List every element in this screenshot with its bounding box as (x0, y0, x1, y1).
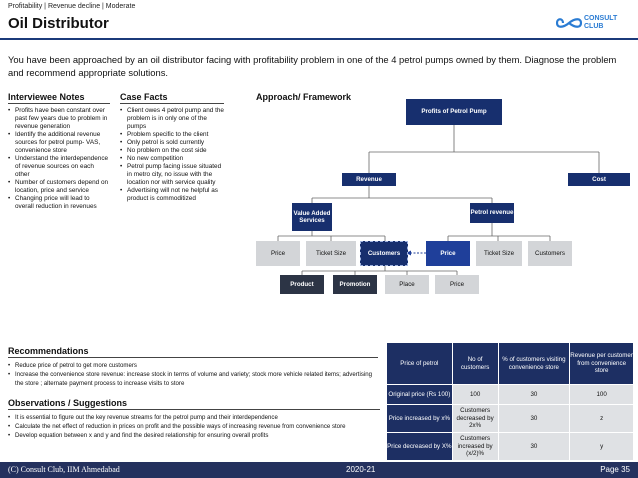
node-vas-customers: Customers (360, 241, 408, 266)
interviewee-notes: Interviewee Notes Profits have been cons… (8, 92, 110, 211)
notes-list: Profits have been constant over past few… (8, 107, 110, 211)
table-header-cell: % of customers visiting convenience stor… (497, 342, 571, 385)
list-item: Number of customers depend on location, … (8, 179, 110, 195)
list-item: Reduce price of petrol to get more custo… (8, 361, 378, 370)
node-4p-price: Price (435, 275, 479, 294)
node-revenue: Revenue (342, 173, 396, 186)
table-cell: Price decreased by X% (386, 432, 453, 461)
recommendations-heading: Recommendations (8, 346, 89, 356)
list-item: It is essential to figure out the key re… (8, 413, 380, 422)
node-petrol-customers: Customers (528, 241, 572, 266)
case-facts-heading: Case Facts (120, 92, 168, 102)
table-row: Original price (Rs 100) 100 30 100 (386, 384, 634, 405)
table-cell: 100 (569, 384, 634, 405)
footer-copyright: (C) Consult Club, IIM Ahmedabad (8, 465, 120, 474)
table-cell: 30 (497, 404, 571, 433)
page-title: Oil Distributor (8, 15, 109, 32)
case-facts: Case Facts Client owes 4 petrol pump and… (120, 92, 224, 203)
node-vas-ticket-size: Ticket Size (306, 241, 356, 266)
table-cell: Customers decreased by 2x% (451, 404, 499, 433)
list-item: Only petrol is sold currently (120, 139, 224, 147)
facts-divider (120, 103, 224, 104)
infinity-logo-icon (556, 18, 582, 28)
node-place: Place (385, 275, 429, 294)
table-cell: 30 (497, 384, 571, 405)
consult-club-logo: CONSULT CLUB (556, 12, 634, 34)
list-item: No new competition (120, 155, 224, 163)
table-cell: 30 (497, 432, 571, 461)
node-promotion: Promotion (333, 275, 377, 294)
list-item: Develop equation between x and y and fin… (8, 431, 380, 440)
table-header-row: Price of petrol No of customers % of cus… (386, 342, 634, 385)
node-product: Product (280, 275, 324, 294)
case-prompt: You have been approached by an oil distr… (8, 54, 617, 78)
list-item: Petrol pump facing issue situated in met… (120, 163, 224, 187)
observations-list: It is essential to figure out the key re… (8, 413, 380, 440)
list-item: No problem on the cost side (120, 147, 224, 155)
observations-heading: Observations / Suggestions (8, 398, 128, 408)
list-item: Increase the convenience store revenue: … (8, 370, 378, 388)
case-tagline: Profitability | Revenue decline | Modera… (8, 3, 136, 10)
framework-heading: Approach/ Framework (256, 92, 352, 102)
table-cell: y (569, 432, 634, 461)
recommendations: Recommendations Reduce price of petrol t… (8, 346, 378, 388)
title-divider (0, 38, 638, 40)
list-item: Advertising will not ne helpful as produ… (120, 187, 224, 203)
list-item: Client owes 4 petrol pump and the proble… (120, 107, 224, 131)
table-cell: Original price (Rs 100) (386, 384, 453, 405)
table-cell: 100 (451, 384, 499, 405)
recommendations-divider (8, 357, 378, 358)
list-item: Profits have been constant over past few… (8, 107, 110, 131)
tree-connectors (277, 125, 600, 275)
logo-line-1: CONSULT (584, 15, 618, 22)
framework-tree: Profits of Petrol Pump Revenue Cost Valu… (230, 95, 638, 300)
observations-divider (8, 409, 380, 410)
page-footer: (C) Consult Club, IIM Ahmedabad 2020-21 … (0, 462, 638, 478)
list-item: Changing price will lead to overall redu… (8, 195, 110, 211)
observations: Observations / Suggestions It is essenti… (8, 398, 380, 440)
list-item: Understand the interdependence of revenu… (8, 155, 110, 179)
node-profits: Profits of Petrol Pump (406, 99, 502, 125)
table-header-cell: Price of petrol (386, 342, 453, 385)
table-header-cell: No of customers (451, 342, 499, 385)
table-cell: Price increased by x% (386, 404, 453, 433)
table-cell: z (569, 404, 634, 433)
list-item: Identify the additional revenue sources … (8, 131, 110, 155)
node-petrol-revenue: Petrol revenue (470, 203, 514, 223)
page-header: Profitability | Revenue decline | Modera… (0, 0, 638, 44)
list-item: Problem specific to the client (120, 131, 224, 139)
table-row: Price increased by x% Customers decrease… (386, 404, 634, 433)
footer-page-number: Page 35 (600, 465, 630, 474)
notes-divider (8, 103, 110, 104)
node-vas-price: Price (256, 241, 300, 266)
interviewee-notes-heading: Interviewee Notes (8, 92, 85, 102)
table-header-cell: Revenue per customer from convenience st… (569, 342, 634, 385)
footer-year: 2020-21 (346, 465, 376, 474)
facts-list: Client owes 4 petrol pump and the proble… (120, 107, 224, 203)
node-petrol-price: Price (426, 241, 470, 266)
node-cost: Cost (568, 173, 630, 186)
table-row: Price decreased by X% Customers increase… (386, 432, 634, 461)
table-cell: Customers increased by (x/2)% (451, 432, 499, 461)
recommendations-list: Reduce price of petrol to get more custo… (8, 361, 378, 388)
node-value-added-services: Value Added Services (292, 203, 332, 231)
logo-line-2: CLUB (584, 23, 604, 30)
list-item: Calculate the net effect of reduction in… (8, 422, 380, 431)
node-petrol-ticket-size: Ticket Size (476, 241, 522, 266)
pricing-table: Price of petrol No of customers % of cus… (386, 342, 634, 461)
